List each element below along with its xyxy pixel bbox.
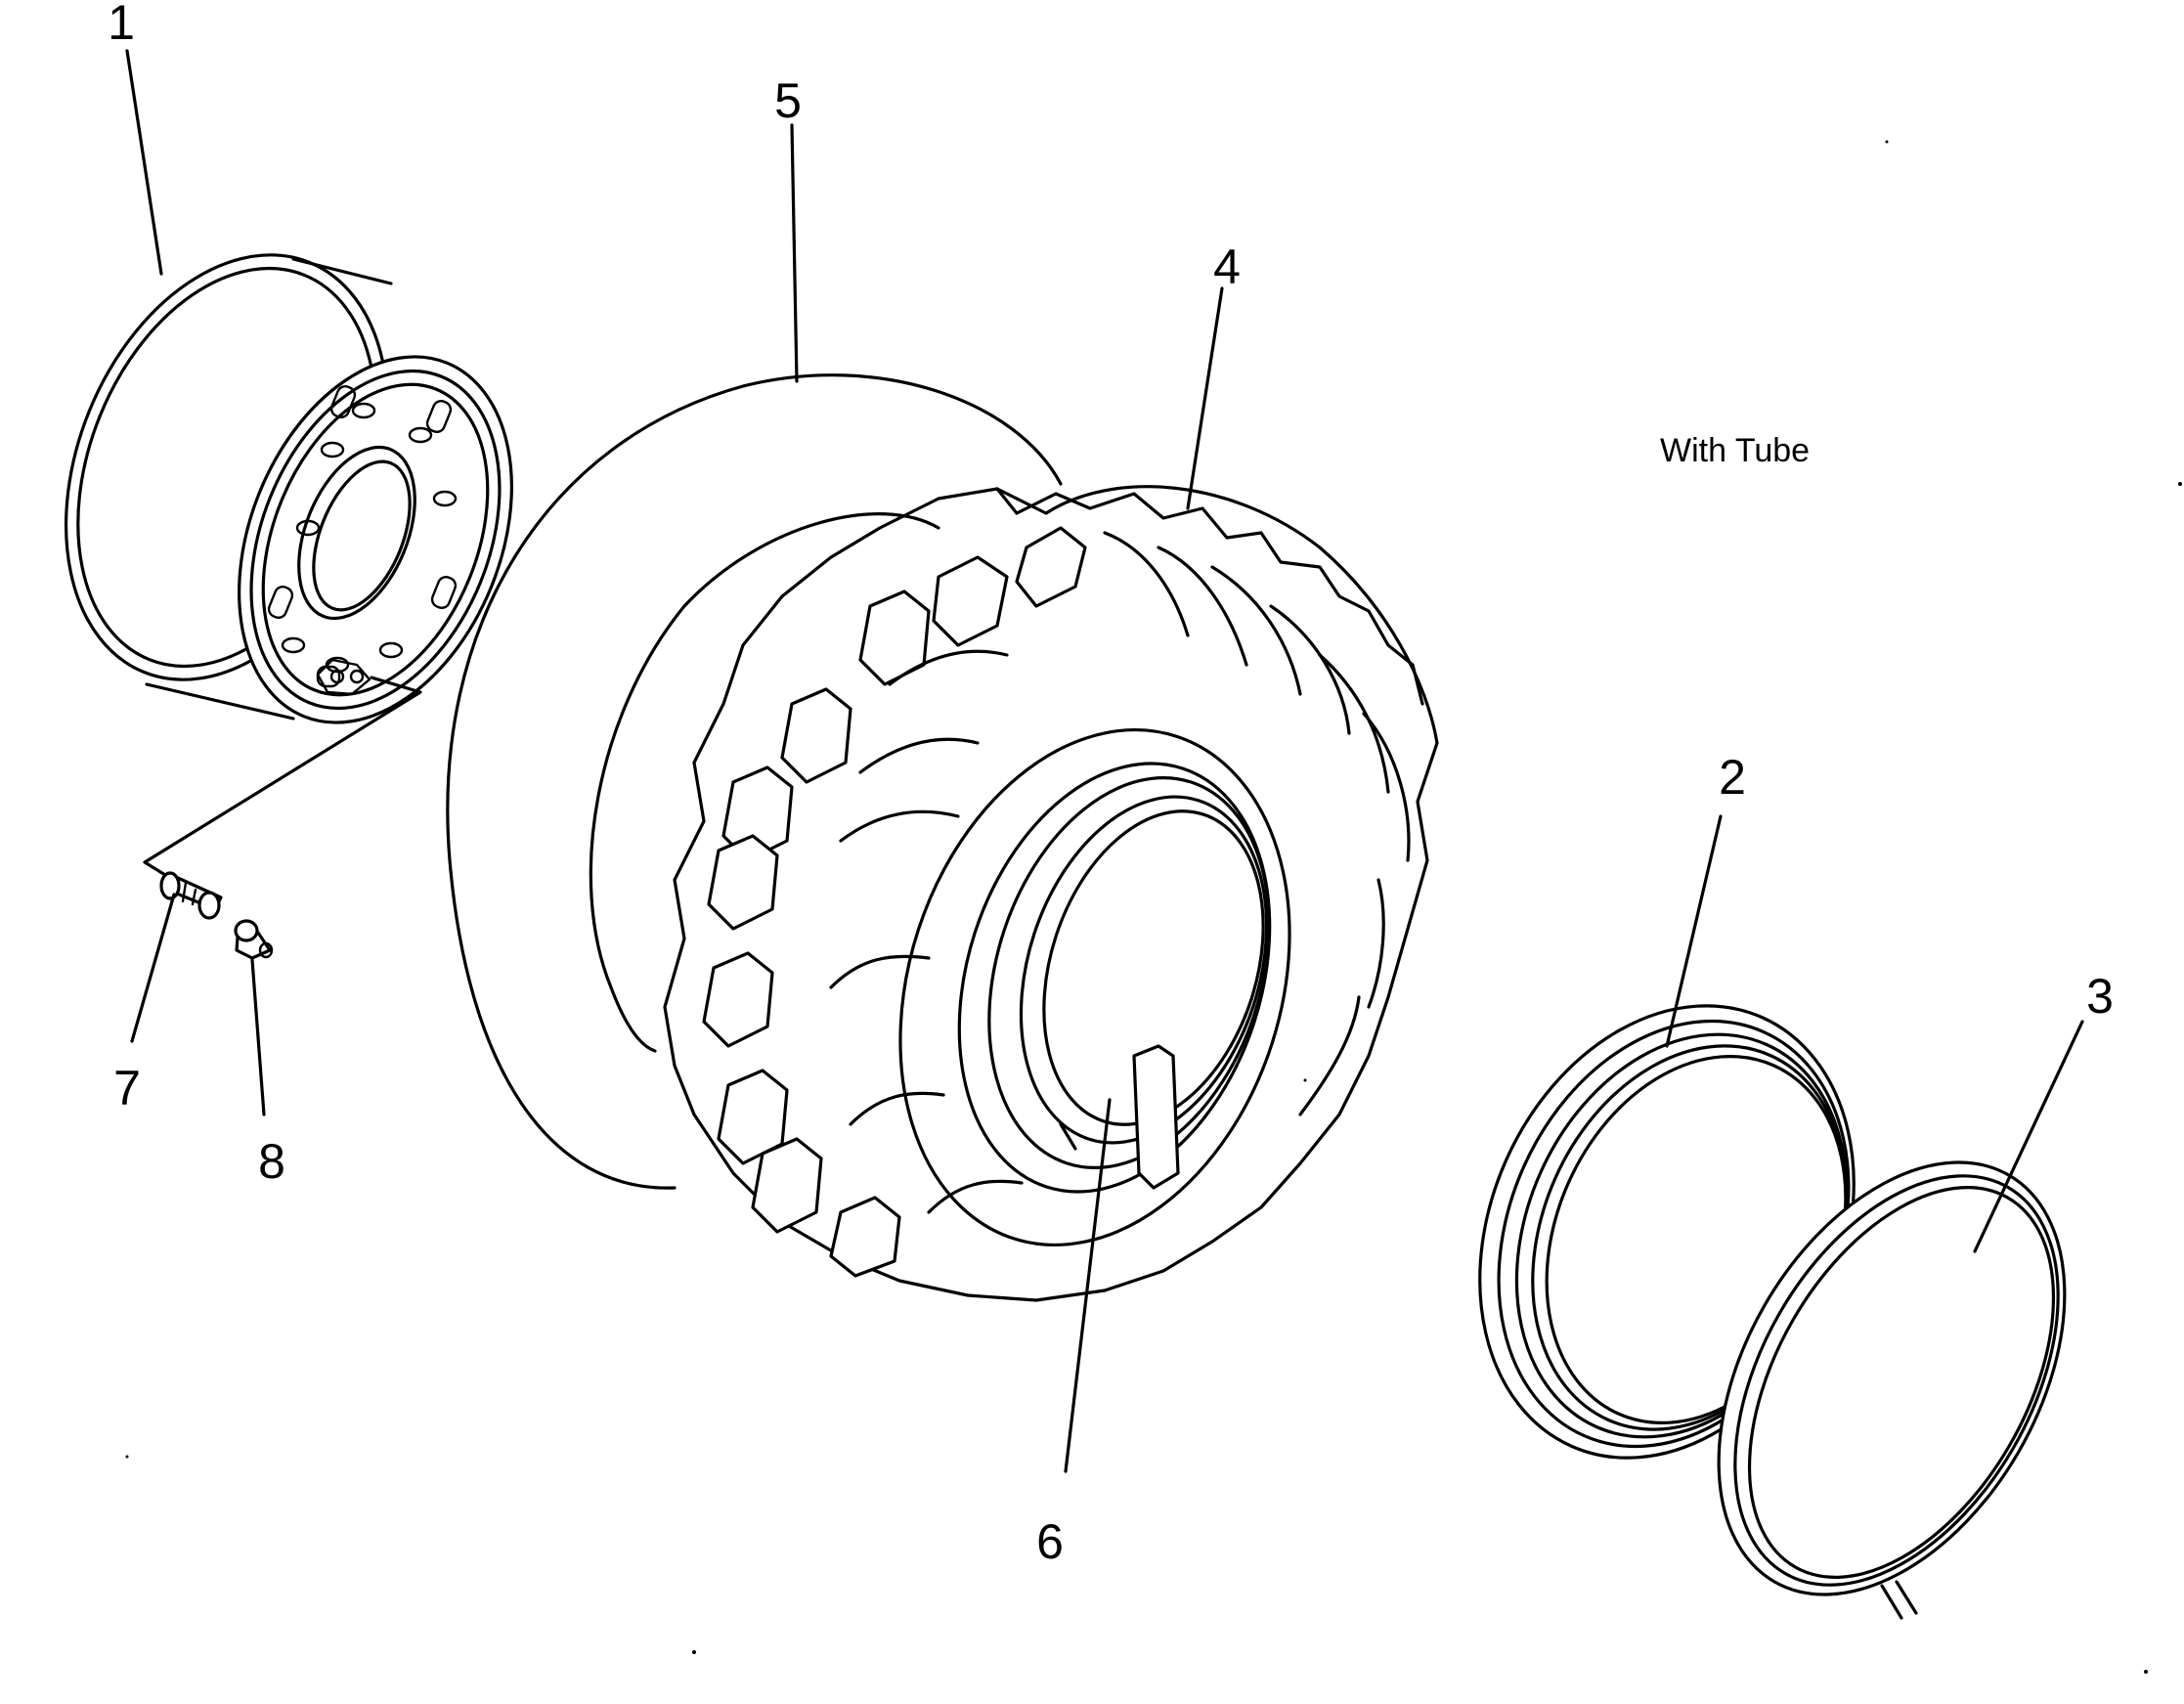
callout-2: 2: [1719, 750, 1746, 805]
leader-2: [1665, 814, 1723, 1048]
tire: [663, 485, 1439, 1302]
callout-4: 4: [1213, 240, 1241, 294]
callout-6: 6: [1036, 1514, 1064, 1569]
leader-5: [790, 123, 799, 383]
leader-7: [130, 893, 176, 1043]
callout-7: 7: [113, 1061, 141, 1115]
callout-5: 5: [774, 73, 802, 128]
leader-8: [250, 958, 266, 1116]
rim-wheel: [64, 253, 513, 724]
callout-8: 8: [258, 1134, 285, 1189]
lock-ring: [1717, 1160, 2067, 1620]
leader-4: [1186, 286, 1224, 510]
leader-3: [1973, 1020, 2084, 1253]
valve-cap: [234, 919, 274, 960]
leader-6: [1064, 1098, 1112, 1473]
valve-leader: [143, 676, 422, 885]
callout-1: 1: [108, 0, 135, 50]
with-tube-note: With Tube: [1660, 432, 1810, 469]
tube: [446, 373, 1063, 1190]
leader-1: [125, 49, 163, 276]
callout-3: 3: [2086, 969, 2114, 1024]
valve: [159, 871, 223, 920]
leader-lines: [125, 49, 2084, 1473]
callouts: 1 2 3 4 5 6 7 8: [108, 0, 2114, 1569]
flap: [1059, 1044, 1180, 1190]
